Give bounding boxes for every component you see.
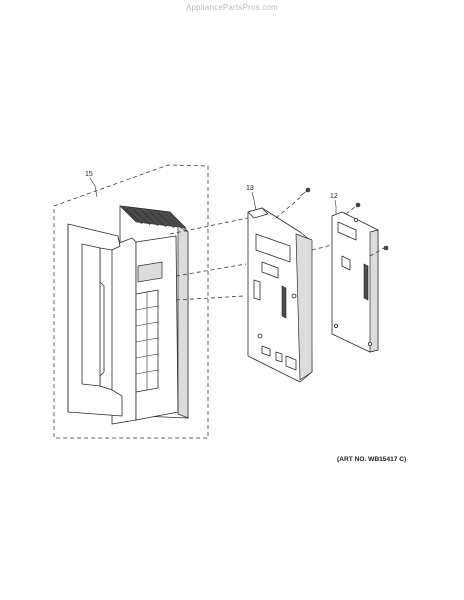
callout-13: 13	[246, 185, 254, 192]
display-window	[137, 261, 163, 283]
control-panel-frame	[111, 205, 189, 425]
keypad-grid	[135, 289, 159, 393]
screw-12-top	[355, 202, 361, 208]
screw-12-right	[383, 245, 389, 251]
mounting-bracket	[247, 207, 313, 383]
board-connector	[337, 221, 357, 241]
screw-13	[299, 187, 311, 197]
art-number: (ART NO. WB15417 C)	[337, 456, 406, 463]
control-board	[331, 211, 379, 353]
side-trim-panel	[67, 223, 123, 417]
callout-15: 15	[85, 171, 93, 178]
assembly-15-boundary	[53, 164, 209, 439]
callout-12: 12	[330, 193, 338, 200]
watermark-text: AppliancePartsPros.com	[186, 3, 278, 12]
